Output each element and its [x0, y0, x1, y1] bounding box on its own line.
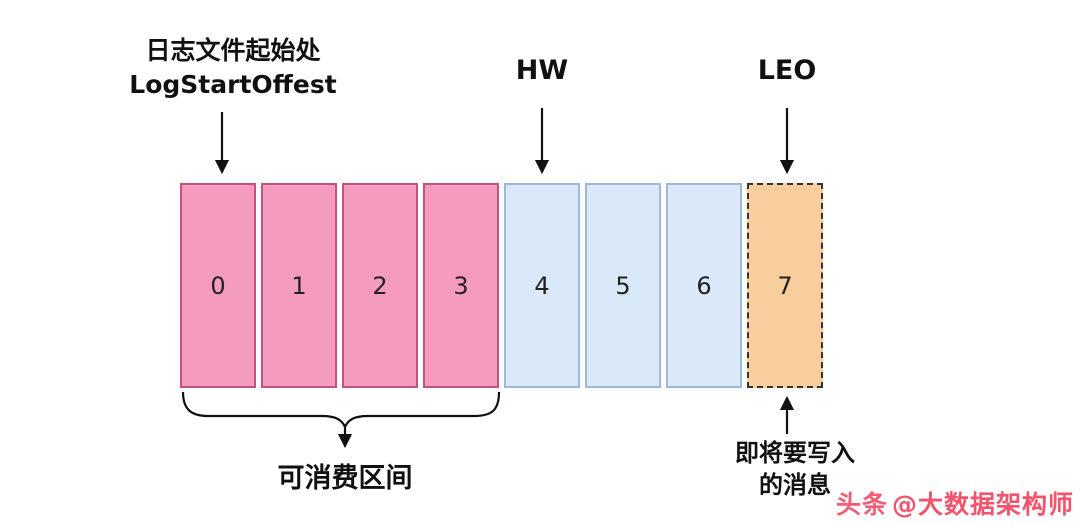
logstart-label-line2: LogStartOffest: [129, 69, 337, 99]
log-segment-5: 5: [585, 183, 661, 388]
watermark-handle: @大数据架构师: [891, 490, 1074, 519]
upcoming-message-line1: 即将要写入: [735, 439, 855, 467]
logstart-label-line1: 日志文件起始处: [145, 36, 321, 65]
hw-label: HW: [515, 55, 569, 86]
log-segment-6: 6: [666, 183, 742, 388]
consumable-range-label: 可消费区间: [277, 463, 413, 494]
leo-label: LEO: [757, 55, 817, 86]
watermark: 头条@大数据架构师: [836, 485, 1074, 521]
logstart-label: 日志文件起始处 LogStartOffest: [108, 34, 358, 102]
watermark-brand: 头条: [835, 490, 888, 519]
upcoming-message-line2: 的消息: [759, 471, 831, 500]
log-segment-3: 3: [423, 183, 499, 388]
upcoming-message-label: 即将要写入 的消息: [705, 437, 885, 502]
log-segment-7: 7: [747, 183, 823, 388]
log-segment-2: 2: [342, 183, 418, 388]
log-segment-0: 0: [180, 183, 256, 388]
log-segment-4: 4: [504, 183, 580, 388]
log-segments-row: 0 1 2 3 4 5 6 7: [180, 183, 823, 388]
consumable-brace-icon: [181, 391, 501, 430]
log-segment-1: 1: [261, 183, 337, 388]
